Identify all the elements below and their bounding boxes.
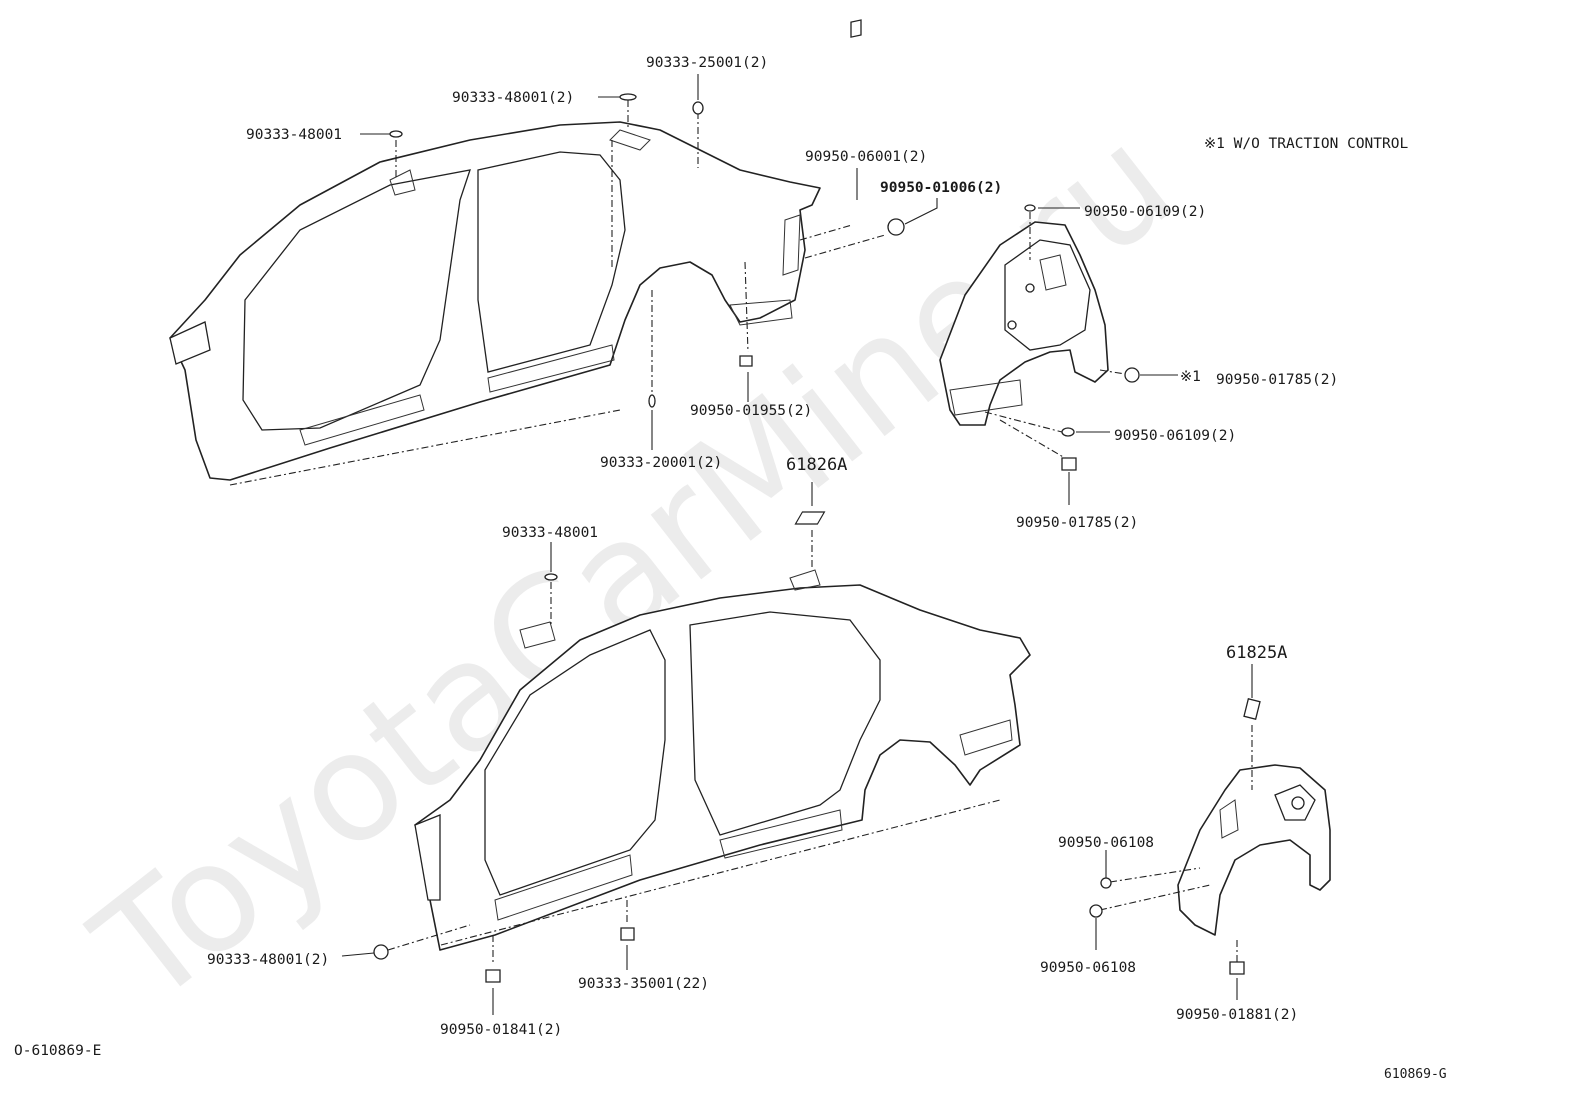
top-fasteners bbox=[389, 19, 905, 408]
traction-control-note: ※1 W/O TRACTION CONTROL bbox=[1204, 136, 1408, 152]
top-leaders bbox=[229, 100, 886, 486]
grommet-icon bbox=[1124, 367, 1140, 383]
part-number-label: 90950-06109(2) bbox=[1114, 428, 1236, 444]
part-number-label: 61825A bbox=[1226, 643, 1287, 663]
footnote-marker: ※1 bbox=[1180, 369, 1201, 385]
wheel-housing-outer bbox=[1177, 764, 1331, 936]
plug-icon bbox=[1024, 204, 1036, 212]
wheel-housing-leaders bbox=[984, 204, 1178, 505]
part-number-label: 90950-01006(2) bbox=[880, 180, 1002, 196]
part-number-label: 90333-20001(2) bbox=[600, 455, 722, 471]
part-number-label: 90333-35001(22) bbox=[578, 976, 709, 992]
grommet-icon bbox=[373, 944, 389, 960]
wheel-housing-inner bbox=[939, 221, 1109, 426]
plug-icon bbox=[648, 394, 656, 408]
clip-icon bbox=[620, 927, 635, 941]
bottom-leaders bbox=[387, 530, 1001, 965]
plug-icon bbox=[692, 101, 704, 115]
plug-icon bbox=[619, 93, 637, 101]
part-number-label: 90333-48001(2) bbox=[452, 90, 574, 106]
clip-icon bbox=[485, 969, 501, 983]
grommet-icon bbox=[1089, 904, 1103, 918]
diagram-code-left: O-610869-E bbox=[14, 1043, 101, 1059]
part-number-label: 90950-01955(2) bbox=[690, 403, 812, 419]
clip-icon bbox=[1229, 961, 1245, 975]
part-number-label: 90950-01785(2) bbox=[1016, 515, 1138, 531]
clip-icon bbox=[1061, 457, 1077, 471]
part-number-label: 90950-01785(2) bbox=[1216, 372, 1338, 388]
part-number-label: 90950-06109(2) bbox=[1084, 204, 1206, 220]
outer-side-panel bbox=[414, 569, 1031, 951]
inner-side-panel bbox=[169, 121, 821, 481]
part-number-label: 90333-48001 bbox=[502, 525, 598, 541]
bottom-fasteners bbox=[341, 482, 826, 1015]
sealer-patch-icon bbox=[850, 19, 862, 38]
diagram-code-right: 610869-G bbox=[1384, 1067, 1447, 1082]
plug-icon bbox=[544, 573, 558, 581]
top-label-leaders bbox=[360, 74, 938, 450]
part-number-label: 90333-48001(2) bbox=[207, 952, 329, 968]
sealer-patch-icon bbox=[1243, 698, 1261, 720]
part-number-label: 90950-06108 bbox=[1040, 960, 1136, 976]
grommet-icon bbox=[887, 218, 905, 236]
plug-icon bbox=[1100, 877, 1112, 889]
part-number-label: 90950-01841(2) bbox=[440, 1022, 562, 1038]
part-number-label: 90950-01881(2) bbox=[1176, 1007, 1298, 1023]
sealer-patch-icon bbox=[794, 511, 826, 525]
part-labels: 90333-25001(2) 90333-48001(2) 90333-4800… bbox=[207, 55, 1338, 1038]
part-number-label: 90333-25001(2) bbox=[646, 55, 768, 71]
plug-icon bbox=[389, 130, 403, 138]
part-number-label: 90950-06001(2) bbox=[805, 149, 927, 165]
clip-icon bbox=[739, 355, 753, 367]
part-number-label: 90950-06108 bbox=[1058, 835, 1154, 851]
part-number-label: 90333-48001 bbox=[246, 127, 342, 143]
wheel-housing-outer-leaders bbox=[1089, 664, 1261, 1000]
plug-icon bbox=[1061, 427, 1075, 437]
part-number-label: 61826A bbox=[786, 455, 847, 475]
